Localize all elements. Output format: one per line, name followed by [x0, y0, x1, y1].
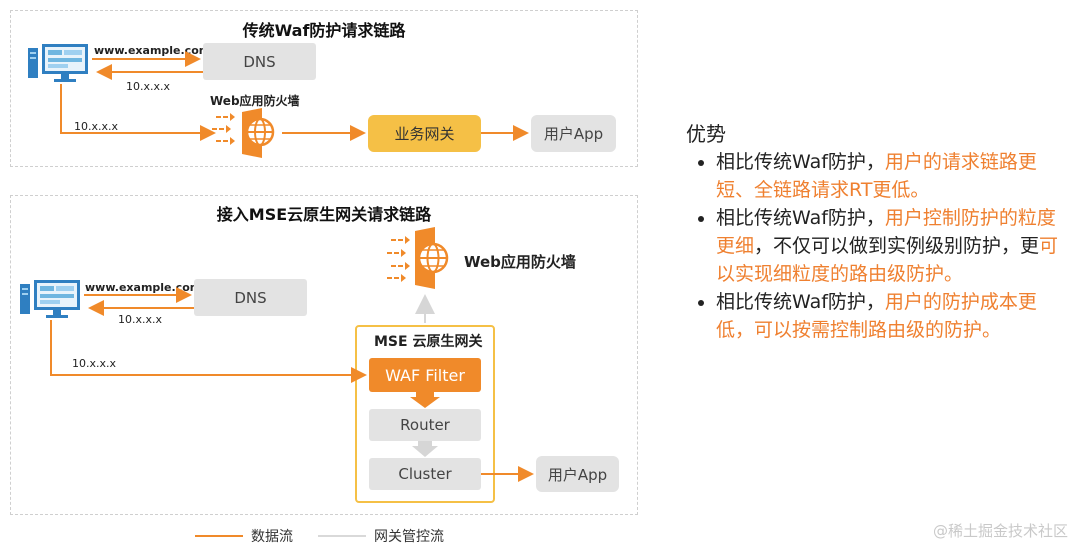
arrow-to-waf	[60, 84, 216, 141]
domain-label: www.example.com	[94, 44, 211, 57]
user-app-box-bottom: 用户App	[536, 456, 619, 492]
waf-filter-label: WAF Filter	[385, 365, 465, 385]
ip-forward-label: 10.x.x.x	[74, 120, 119, 133]
business-gateway-label: 业务网关	[394, 125, 455, 143]
advantages-title: 优势	[686, 122, 726, 146]
router-label: Router	[400, 416, 450, 434]
advantage-text: ，不仅可以做到实例级别防护，更	[754, 235, 1040, 257]
domain-label-bottom: www.example.com	[85, 281, 202, 294]
ip-forward-label-bottom: 10.x.x.x	[72, 357, 117, 370]
advantage-highlight: 可以实现细粒度的路由级防护。	[716, 235, 1059, 285]
traditional-waf-panel: 传统Waf防护请求链路	[10, 10, 638, 167]
cluster-box: Cluster	[369, 458, 481, 490]
cluster-label: Cluster	[398, 465, 452, 483]
mse-panel-title: 接入MSE云原生网关请求链路	[216, 205, 432, 224]
mse-gateway-panel: 接入MSE云原生网关请求链路	[10, 195, 638, 515]
advantage-highlight: 用户的请求链路更短、全链路请求RT更低。	[716, 151, 1037, 201]
advantage-highlight: 用户的防护成本更低，可以按需控制路由级的防护。	[716, 291, 1037, 341]
legend-control-flow: 网关管控流	[318, 526, 444, 546]
waf-filter-box: WAF Filter	[369, 358, 481, 392]
advantage-item: 相比传统Waf防护，用户的防护成本更低，可以按需控制路由级的防护。	[716, 288, 1071, 344]
dns-label-bottom: DNS	[234, 288, 267, 307]
advantages-list: 相比传统Waf防护，用户的请求链路更短、全链路请求RT更低。 相比传统Waf防护…	[686, 148, 1071, 344]
router-box: Router	[369, 409, 481, 441]
waf-label: Web应用防火墙	[210, 94, 300, 108]
client-computer-icon-bottom	[20, 278, 82, 320]
firewall-icon	[212, 108, 282, 158]
advantage-item: 相比传统Waf防护，用户的请求链路更短、全链路请求RT更低。	[716, 148, 1071, 204]
advantage-item: 相比传统Waf防护，用户控制防护的粒度更细，不仅可以做到实例级别防护，更可以实现…	[716, 204, 1071, 288]
client-computer-icon	[28, 42, 90, 84]
legend-data-flow-line	[195, 535, 243, 537]
dns-box-bottom: DNS	[194, 279, 307, 316]
advantage-text: 相比传统Waf防护，	[716, 207, 885, 229]
legend-data-flow: 数据流	[195, 526, 293, 546]
legend-data-flow-label: 数据流	[251, 529, 293, 545]
user-app-label-bottom: 用户App	[547, 465, 608, 484]
business-gateway-box: 业务网关	[368, 115, 481, 152]
dns-box: DNS	[203, 43, 316, 80]
dns-label: DNS	[243, 52, 276, 71]
firewall-icon-bottom	[385, 227, 457, 289]
ip-return-label: 10.x.x.x	[126, 80, 171, 93]
advantage-text: 相比传统Waf防护，	[716, 291, 885, 313]
advantage-highlight: 用户控制防护的粒度更细	[716, 207, 1056, 257]
arrow-router-to-cluster	[412, 441, 438, 457]
waf-label-bottom: Web应用防火墙	[464, 253, 576, 271]
legend-control-flow-label: 网关管控流	[374, 529, 444, 545]
mse-gateway-container	[355, 325, 495, 503]
mse-gateway-title: MSE 云原生网关	[374, 334, 483, 350]
watermark: @稀土掘金技术社区	[932, 522, 1068, 540]
ip-return-label-bottom: 10.x.x.x	[118, 313, 163, 326]
arrow-filter-to-router	[410, 392, 440, 408]
advantage-text: 相比传统Waf防护，	[716, 151, 885, 173]
advantages-section: 优势 相比传统Waf防护，用户的请求链路更短、全链路请求RT更低。 相比传统Wa…	[686, 120, 1071, 344]
legend-control-flow-line	[318, 535, 366, 537]
traditional-panel-title: 传统Waf防护请求链路	[242, 21, 406, 40]
arrow-to-waf-filter	[50, 320, 367, 383]
user-app-box-top: 用户App	[531, 115, 616, 152]
user-app-label-top: 用户App	[543, 125, 604, 143]
